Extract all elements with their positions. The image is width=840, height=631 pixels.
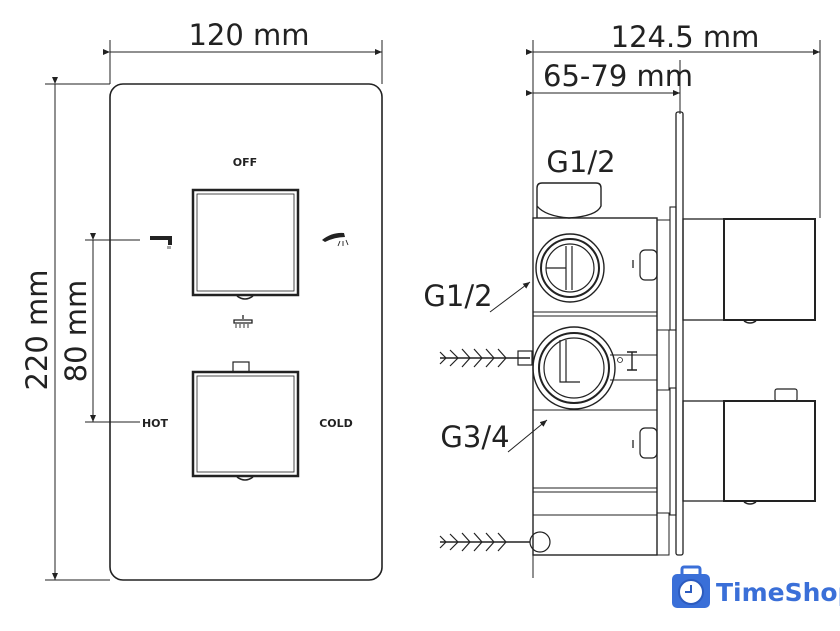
thermostat-knob (191, 361, 300, 481)
wall-depth-dim-label: 65-79 mm (543, 59, 693, 93)
front-plate (109, 83, 383, 581)
timeshop-logo: TimeShop (672, 565, 840, 608)
hot-label: HOT (142, 417, 169, 430)
height-dimension: 220 mm (20, 77, 110, 581)
off-label: OFF (233, 156, 257, 169)
valve-body (532, 182, 670, 556)
thermostat-knob-side (682, 388, 816, 505)
wall-anchor-lower (439, 531, 551, 553)
diverter-knob-side (682, 218, 816, 324)
logo-text: TimeShop (716, 578, 840, 607)
side-view: 124.5 mm 65-79 mm (423, 20, 821, 578)
spacing-dimension: 80 mm (59, 233, 140, 423)
diverter-knob (191, 188, 300, 300)
cold-label: COLD (319, 417, 353, 430)
width-dimension: 120 mm (103, 18, 383, 84)
depth-dim-label: 124.5 mm (611, 20, 760, 54)
front-view: 120 mm 220 mm 80 mm OFF HOT (20, 18, 383, 581)
wall-anchor-upper (439, 348, 533, 368)
wall-plate (675, 111, 684, 556)
lower-port-label: G3/4 (440, 420, 509, 454)
tap-spout-icon (150, 236, 172, 249)
side-port-label: G1/2 (423, 279, 492, 313)
hand-shower-icon (322, 232, 349, 247)
width-dim-label: 120 mm (188, 18, 309, 52)
height-dim-label: 220 mm (20, 269, 54, 390)
spacing-dim-label: 80 mm (59, 280, 93, 383)
rain-shower-icon (233, 315, 253, 328)
top-port-label: G1/2 (546, 145, 615, 179)
